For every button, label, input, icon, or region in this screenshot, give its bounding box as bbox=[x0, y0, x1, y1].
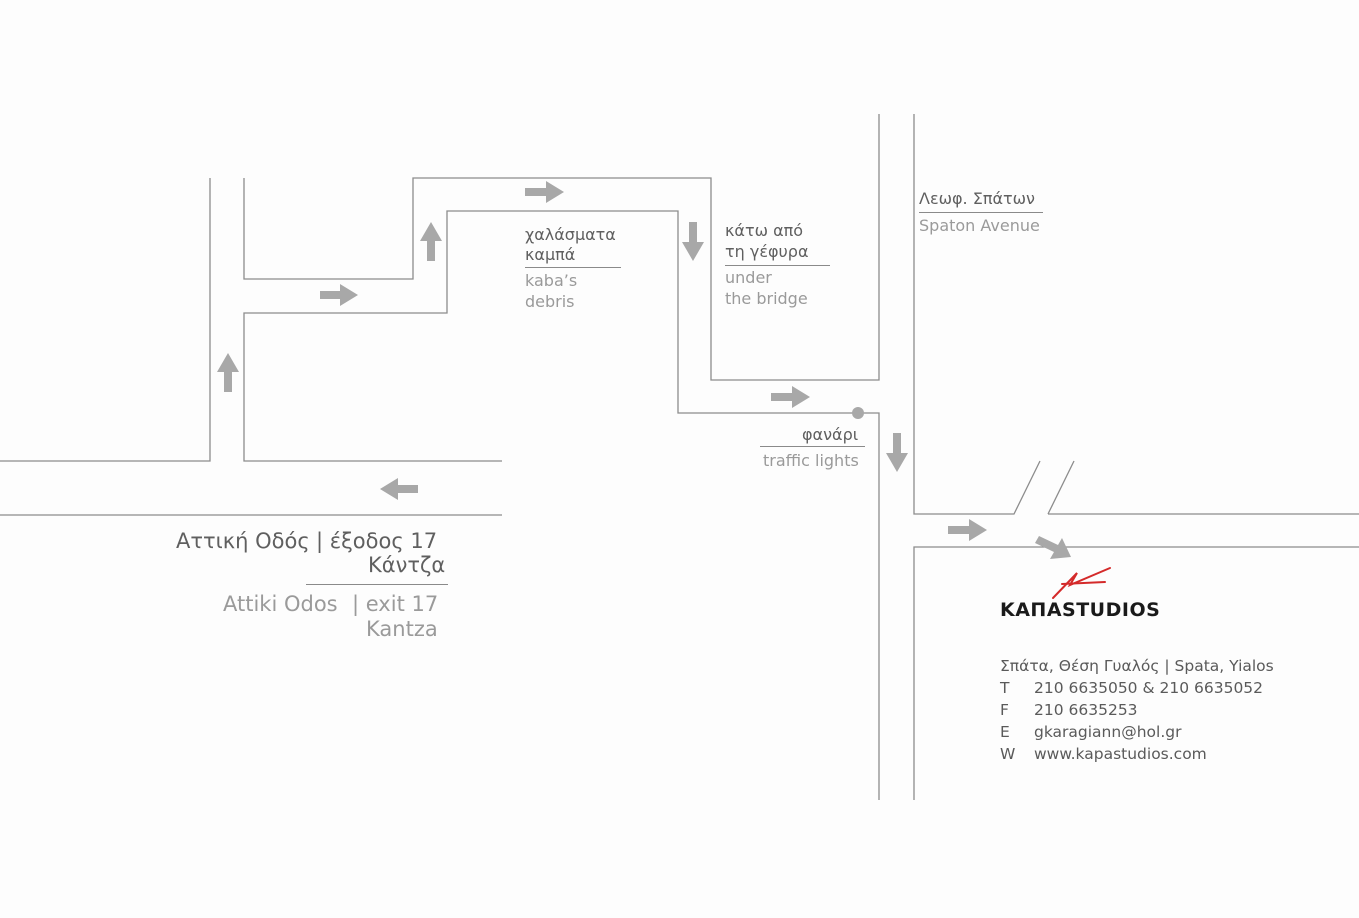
road-spaton-avenue-west-edge bbox=[913, 114, 1041, 515]
label-kaba-english-1: kaba’s bbox=[525, 271, 578, 290]
divider bbox=[760, 446, 865, 447]
logo-swoosh-icon bbox=[1052, 567, 1111, 599]
road-spaton-avenue-lower bbox=[913, 546, 1359, 800]
contact-fax: 210 6635253 bbox=[1034, 701, 1138, 719]
label-bridge-greek-2: τη γέφυρα bbox=[725, 242, 809, 261]
divider bbox=[725, 265, 830, 266]
contact-block: Σπάτα, Θέση Γυαλός | Spata, Yialos T 210 … bbox=[1000, 655, 1274, 765]
arrow-down-icon bbox=[886, 433, 908, 472]
contact-address: Σπάτα, Θέση Γυαλός | Spata, Yialos bbox=[1000, 657, 1274, 675]
contact-email-link[interactable]: gkaragiann@hol.gr bbox=[1034, 723, 1182, 741]
contact-fax-key: F bbox=[1000, 701, 1009, 719]
divider bbox=[525, 267, 621, 268]
contact-web-key: W bbox=[1000, 745, 1016, 763]
label-kantza-greek: Κάντζα bbox=[368, 553, 446, 577]
label-attiki-odos-english: Attiki Odos bbox=[223, 592, 338, 616]
arrow-right-icon bbox=[525, 181, 564, 203]
road-attiki-odos-north-edge bbox=[0, 178, 211, 462]
arrow-left-icon bbox=[380, 478, 418, 500]
label-exit-english: | exit 17 bbox=[352, 592, 439, 616]
label-kaba-greek-1: χαλάσματα bbox=[525, 225, 616, 244]
arrow-up-icon bbox=[420, 222, 442, 261]
label-kaba-english-2: debris bbox=[525, 292, 575, 311]
arrow-right-icon bbox=[320, 284, 358, 306]
contact-phone: 210 6635050 & 210 6635052 bbox=[1034, 679, 1264, 697]
label-kantza-english: Kantza bbox=[366, 617, 438, 641]
contact-phone-key: T bbox=[1000, 679, 1010, 697]
traffic-light-dot bbox=[852, 407, 864, 419]
label-avenue-greek: Λεωφ. Σπάτων bbox=[919, 189, 1035, 208]
arrow-right-icon bbox=[771, 386, 810, 408]
label-avenue-english: Spaton Avenue bbox=[919, 216, 1040, 235]
arrow-up-icon bbox=[217, 353, 239, 392]
arrow-down-icon bbox=[682, 222, 704, 261]
label-bridge-english-1: under bbox=[725, 268, 772, 287]
divider bbox=[919, 212, 1043, 213]
contact-fax-row: F 210 6635253 bbox=[1000, 699, 1274, 721]
arrow-right-icon bbox=[948, 519, 987, 541]
road-attiki-odos-north-edge-east bbox=[243, 114, 880, 381]
road-route-inner-edge bbox=[243, 210, 880, 800]
label-bridge-greek-1: κάτω από bbox=[725, 221, 804, 240]
label-attiki-odos-greek: Αττική Οδός bbox=[176, 529, 310, 553]
contact-web-link[interactable]: www.kapastudios.com bbox=[1034, 745, 1207, 763]
contact-phone-row: T 210 6635050 & 210 6635052 bbox=[1000, 677, 1274, 699]
logo: KAΠASTUDIOS bbox=[1000, 599, 1161, 621]
road-spaton-avenue-east-edge bbox=[1047, 460, 1075, 515]
label-kaba-greek-2: καμπά bbox=[525, 245, 576, 264]
label-exit-greek: | έξοδος 17 bbox=[316, 529, 438, 553]
divider bbox=[306, 584, 448, 585]
label-bridge-english-2: the bridge bbox=[725, 289, 808, 308]
arrow-diagonal-icon bbox=[1035, 536, 1071, 559]
label-traffic-lights-greek: φανάρι bbox=[802, 425, 859, 444]
label-traffic-lights-english: traffic lights bbox=[763, 451, 859, 470]
contact-email-key: E bbox=[1000, 723, 1010, 741]
